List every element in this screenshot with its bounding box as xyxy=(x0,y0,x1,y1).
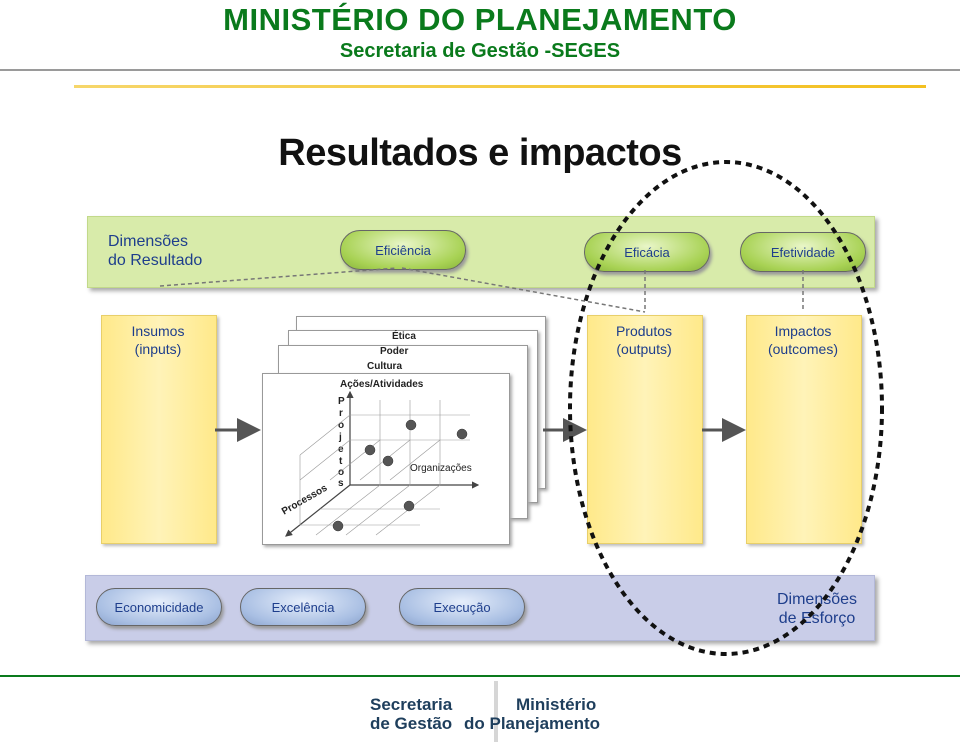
axis-letter-s: s xyxy=(338,478,344,489)
pill-eficacia: Eficácia xyxy=(584,232,710,272)
axis-letter-t: t xyxy=(339,456,343,467)
axis-letter-o: o xyxy=(338,420,345,431)
axis-diagonal-line xyxy=(285,484,351,537)
column-insumos xyxy=(101,315,217,544)
impactos-line1: Impactos xyxy=(774,323,832,339)
marker-3 xyxy=(364,444,376,456)
impactos-line2: (outcomes) xyxy=(767,341,839,357)
front-title-acoes: Ações/Atividades xyxy=(340,379,424,390)
result-label-line2: do Resultado xyxy=(108,252,203,269)
effort-label-line2: de Esforço xyxy=(778,610,856,627)
footer-right-line1: Ministério xyxy=(516,695,597,714)
column-impactos xyxy=(746,315,862,544)
column-produtos xyxy=(587,315,703,544)
header-accent-line xyxy=(74,85,926,88)
layer-label-etica: Ética xyxy=(392,331,416,342)
column-insumos-label: Insumos (inputs) xyxy=(101,322,215,358)
pill-economicidade: Economicidade xyxy=(96,588,222,626)
axis-letter-p: P xyxy=(338,396,345,407)
marker-5 xyxy=(403,500,415,512)
axis-letter-r: r xyxy=(339,408,343,419)
marker-4 xyxy=(382,455,394,467)
footer-ministerio-logo: Ministério do Planejamento xyxy=(464,695,600,733)
effort-dimensions-label: Dimensões de Esforço xyxy=(762,590,872,628)
connector-eficiencia-produtos xyxy=(401,267,646,313)
grid-lines xyxy=(299,400,470,536)
dashed-connectors xyxy=(159,267,804,313)
pill-eficiencia: Eficiência xyxy=(340,230,466,270)
marker-1 xyxy=(405,419,417,431)
insumos-line2: (inputs) xyxy=(134,341,182,357)
secretaria-subtitle: Secretaria de Gestão -SEGES xyxy=(339,40,621,62)
marker-6 xyxy=(332,520,344,532)
footer-left-line2: de Gestão xyxy=(370,714,453,733)
outcome-highlight-ellipse xyxy=(568,160,884,656)
footer-left-line1: Secretaria xyxy=(370,695,453,714)
produtos-line2: (outputs) xyxy=(616,341,672,357)
axis-letter-j: j xyxy=(339,432,342,443)
layer-label-poder: Poder xyxy=(380,346,409,357)
insumos-line1: Insumos xyxy=(131,323,185,339)
produtos-line1: Produtos xyxy=(615,323,673,339)
grid-axes xyxy=(285,390,480,537)
footer-secretaria-logo: Secretaria de Gestão xyxy=(370,695,452,733)
connector-insumos-eficiencia xyxy=(159,267,398,287)
footer-divider-line xyxy=(0,675,960,677)
column-impactos-label: Impactos (outcomes) xyxy=(746,322,860,358)
result-label-line1: Dimensões xyxy=(108,233,189,250)
axis-letter-o2: o xyxy=(338,467,345,478)
axis-letter-e: e xyxy=(338,444,344,455)
layer-label-cultura: Cultura xyxy=(367,361,402,372)
pill-execucao: Execução xyxy=(399,588,525,626)
marker-2 xyxy=(456,428,468,440)
pill-excelencia: Excelência xyxy=(240,588,366,626)
ministry-title: MINISTÉRIO DO PLANEJAMENTO xyxy=(223,2,737,37)
axis-label-organizacoes: Organizações xyxy=(410,463,472,474)
footer-logo-divider xyxy=(494,681,498,742)
header-divider xyxy=(0,69,960,71)
grid-markers xyxy=(332,419,468,532)
column-produtos-label: Produtos (outputs) xyxy=(587,322,701,358)
slide-title: Resultados e impactos xyxy=(278,132,682,174)
footer-right-line2: do Planejamento xyxy=(464,714,601,733)
result-dimensions-label: Dimensões do Resultado xyxy=(108,232,202,270)
effort-label-line1: Dimensões xyxy=(776,591,858,608)
